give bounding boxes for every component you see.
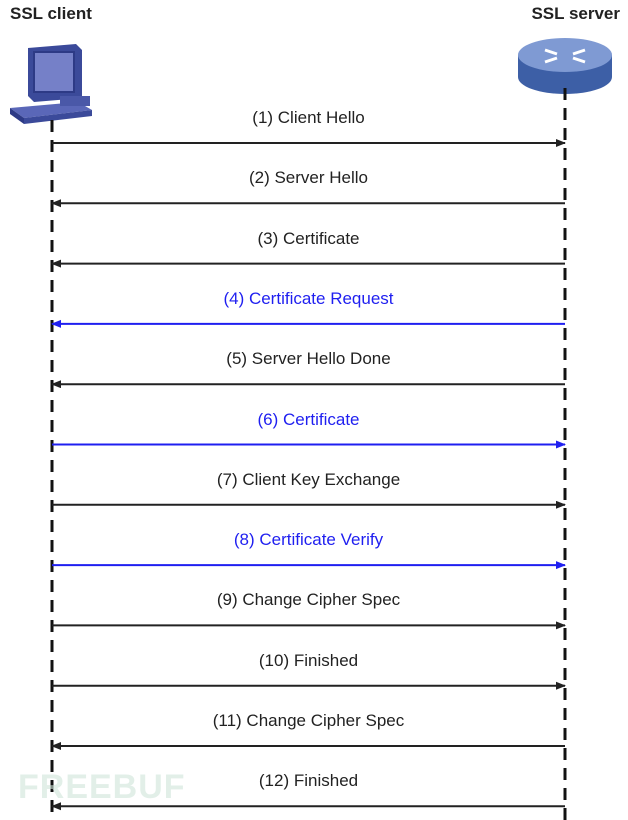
message-label: (8) Certificate Verify bbox=[233, 530, 384, 550]
message-label: (2) Server Hello bbox=[248, 168, 369, 188]
message-label: (6) Certificate bbox=[257, 409, 360, 429]
message-label: (5) Server Hello Done bbox=[226, 349, 391, 369]
message-label: (11) Change Cipher Spec bbox=[212, 711, 405, 730]
message-label: (1) Client Hello bbox=[252, 108, 365, 127]
message-label: (10) Finished bbox=[258, 650, 359, 670]
message-label: (4) Certificate Request bbox=[223, 288, 394, 308]
message-label: (12) Finished bbox=[258, 771, 359, 791]
watermark-logo: FREEBUF bbox=[18, 768, 186, 806]
message-label: (9) Change Cipher Spec bbox=[216, 590, 401, 610]
ssl-server-label: SSL server bbox=[531, 4, 620, 23]
ssl-client-label: SSL client bbox=[10, 4, 92, 23]
router-icon bbox=[518, 38, 612, 94]
message-label: (3) Certificate bbox=[257, 228, 360, 248]
message-label: (7) Client Key Exchange bbox=[216, 469, 401, 489]
computer-icon bbox=[10, 44, 92, 124]
